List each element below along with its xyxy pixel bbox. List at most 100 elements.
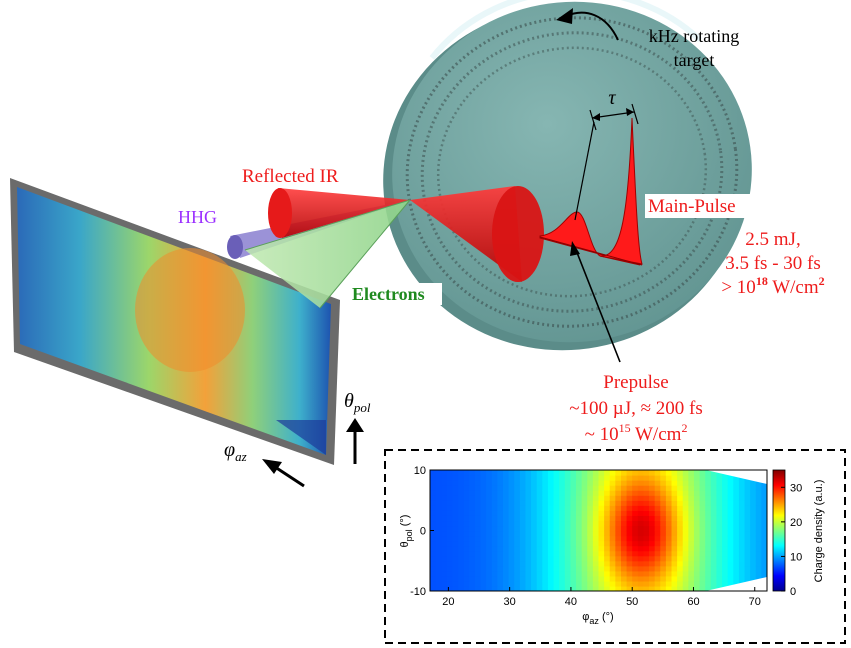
heatmap-cell — [660, 545, 667, 552]
heatmap-cell — [570, 585, 577, 591]
heatmap-cell — [508, 490, 515, 496]
heatmap-cell — [626, 565, 633, 572]
heatmap-cell — [553, 560, 560, 567]
heatmap-cell — [463, 515, 470, 522]
heatmap-cell — [665, 510, 673, 516]
heatmap-cell — [632, 535, 639, 542]
heatmap-cell — [693, 485, 701, 491]
heatmap-cell — [531, 575, 538, 582]
heatmap-cell — [435, 570, 442, 577]
heatmap-cell — [693, 475, 701, 481]
heatmap-cell — [761, 525, 767, 532]
heatmap-cell — [503, 565, 510, 572]
heatmap-cell — [435, 580, 442, 587]
heatmap-cell — [682, 480, 689, 486]
heatmap-cell — [503, 525, 510, 532]
heatmap-cell — [665, 470, 673, 476]
heatmap-cell — [626, 495, 633, 501]
heatmap-cell — [486, 535, 493, 542]
heatmap-cell — [722, 530, 729, 537]
heatmap-cell — [581, 585, 588, 591]
heatmap-cell — [547, 525, 555, 532]
heatmap-cell — [637, 490, 645, 496]
main-pulse-duration: 3.5 fs - 30 fs — [725, 253, 821, 274]
heatmap-cell — [671, 480, 678, 486]
target-label-line2: target — [674, 50, 715, 70]
heatmap-cell — [469, 550, 476, 557]
heatmap-cell — [637, 520, 645, 527]
heatmap-cell — [576, 515, 583, 522]
heatmap-cell — [542, 470, 549, 476]
heatmap-cell — [705, 530, 712, 537]
heatmap-cell — [474, 510, 482, 516]
heatmap-cell — [497, 470, 504, 476]
main-pulse-energy: 2.5 mJ, — [745, 229, 800, 250]
heatmap-cell — [525, 550, 532, 557]
heatmap-cell — [649, 540, 656, 547]
heatmap-cell — [693, 535, 701, 542]
heatmap-cell — [508, 570, 515, 577]
heatmap-cell — [542, 570, 549, 577]
heatmap-cell — [547, 565, 555, 572]
heatmap-cell — [682, 515, 689, 522]
heatmap-cell — [486, 480, 493, 486]
heatmap-cell — [458, 560, 465, 567]
heatmap-cell — [519, 570, 527, 577]
heatmap-cell — [643, 540, 650, 547]
heatmap-cell — [649, 575, 656, 582]
heatmap-cell — [755, 535, 762, 542]
heatmap-cell — [430, 495, 437, 501]
heatmap-cell — [553, 585, 560, 591]
heatmap-cell — [733, 495, 740, 501]
heatmap-cell — [441, 580, 448, 587]
heatmap-cell — [564, 545, 572, 552]
heatmap-cell — [581, 545, 588, 552]
heatmap-cell — [677, 580, 684, 587]
heatmap-cell — [677, 475, 684, 481]
heatmap-cell — [649, 510, 656, 516]
heatmap-cell — [716, 480, 723, 486]
heatmap-cell — [620, 485, 628, 491]
heatmap-cell — [660, 540, 667, 547]
heatmap-cell — [682, 570, 689, 577]
heatmap-cell — [598, 555, 605, 562]
heatmap-cell — [716, 475, 723, 481]
heatmap-cell — [430, 475, 437, 481]
heatmap-cell — [486, 510, 493, 516]
heatmap-cell — [716, 495, 723, 501]
heatmap-cell — [463, 575, 470, 582]
heatmap-cell — [491, 475, 498, 481]
heatmap-cell — [480, 550, 487, 557]
heatmap-cell — [446, 545, 454, 552]
heatmap-cell — [564, 575, 572, 582]
heatmap-cell — [559, 550, 566, 557]
heatmap-cell — [738, 545, 746, 552]
heatmap-cell — [727, 505, 734, 511]
heatmap-cell — [525, 525, 532, 532]
heatmap-cell — [536, 545, 543, 552]
heatmap-cell — [587, 520, 594, 527]
heatmap-cell — [598, 485, 605, 491]
heatmap-cell — [564, 490, 572, 496]
heatmap-cell — [514, 505, 521, 511]
heatmap-cell — [660, 475, 667, 481]
heatmap-cell — [705, 495, 712, 501]
heatmap-cell — [693, 505, 701, 511]
heatmap-cell — [435, 500, 442, 506]
heatmap-cell — [435, 530, 442, 537]
heatmap-cell — [688, 550, 695, 557]
heatmap-cell — [435, 470, 442, 476]
heatmap-cell — [559, 560, 566, 567]
heatmap-cell — [744, 495, 751, 501]
heatmap-cell — [615, 530, 622, 537]
heatmap-cell — [519, 550, 527, 557]
heatmap-cell — [727, 565, 734, 572]
y-tick-label: -10 — [410, 586, 426, 598]
main-pulse-title: Main-Pulse — [648, 196, 736, 217]
heatmap-cell — [733, 500, 740, 506]
heatmap-cell — [722, 545, 729, 552]
heatmap-cell — [671, 545, 678, 552]
heatmap-cell — [452, 555, 459, 562]
heatmap-cell — [660, 525, 667, 532]
heatmap-cell — [693, 470, 701, 476]
